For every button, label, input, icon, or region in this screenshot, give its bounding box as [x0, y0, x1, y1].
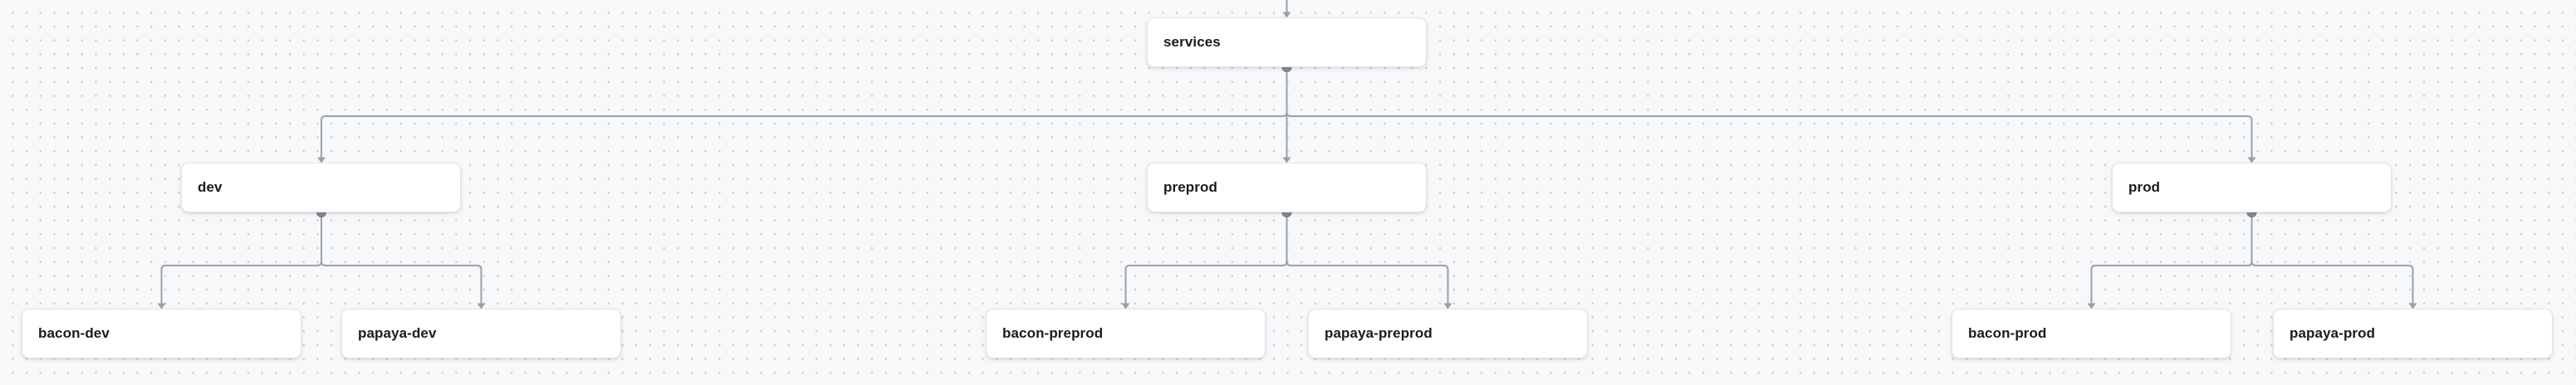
edge-services-dev [317, 67, 1288, 163]
node-papaya-dev[interactable]: papaya-dev [341, 309, 621, 358]
node-label: dev [198, 179, 223, 195]
edge-services-preprod [1282, 67, 1291, 163]
node-bacon-preprod[interactable]: bacon-preprod [986, 309, 1266, 358]
node-label: papaya-prod [2290, 325, 2376, 341]
edge-prod-papaya-prod [2250, 212, 2417, 309]
node-dev[interactable]: dev [181, 163, 461, 212]
node-services[interactable]: services [1147, 17, 1427, 67]
edge-preprod-papaya-preprod [1286, 212, 1452, 309]
node-papaya-prod[interactable]: papaya-prod [2273, 309, 2553, 358]
edge-dev-bacon-dev [157, 212, 322, 309]
node-label: preprod [1163, 179, 1217, 195]
node-bacon-prod[interactable]: bacon-prod [1952, 309, 2231, 358]
node-papaya-preprod[interactable]: papaya-preprod [1308, 309, 1588, 358]
edge-preprod-bacon-preprod [1121, 212, 1288, 309]
node-label: prod [2128, 179, 2161, 195]
node-label: bacon-dev [38, 325, 110, 341]
node-bacon-dev[interactable]: bacon-dev [22, 309, 301, 358]
node-label: bacon-prod [1968, 325, 2047, 341]
node-prod[interactable]: prod [2112, 163, 2392, 212]
node-preprod[interactable]: preprod [1147, 163, 1427, 212]
edge-dev-papaya-dev [321, 212, 486, 309]
node-label: papaya-preprod [1325, 325, 1432, 341]
edge-offscreen-services [1282, 0, 1291, 18]
node-label: services [1163, 34, 1221, 50]
node-label: bacon-preprod [1002, 325, 1104, 341]
node-label: papaya-dev [358, 325, 437, 341]
edge-prod-bacon-prod [2087, 212, 2253, 309]
edge-services-prod [1286, 67, 2256, 163]
